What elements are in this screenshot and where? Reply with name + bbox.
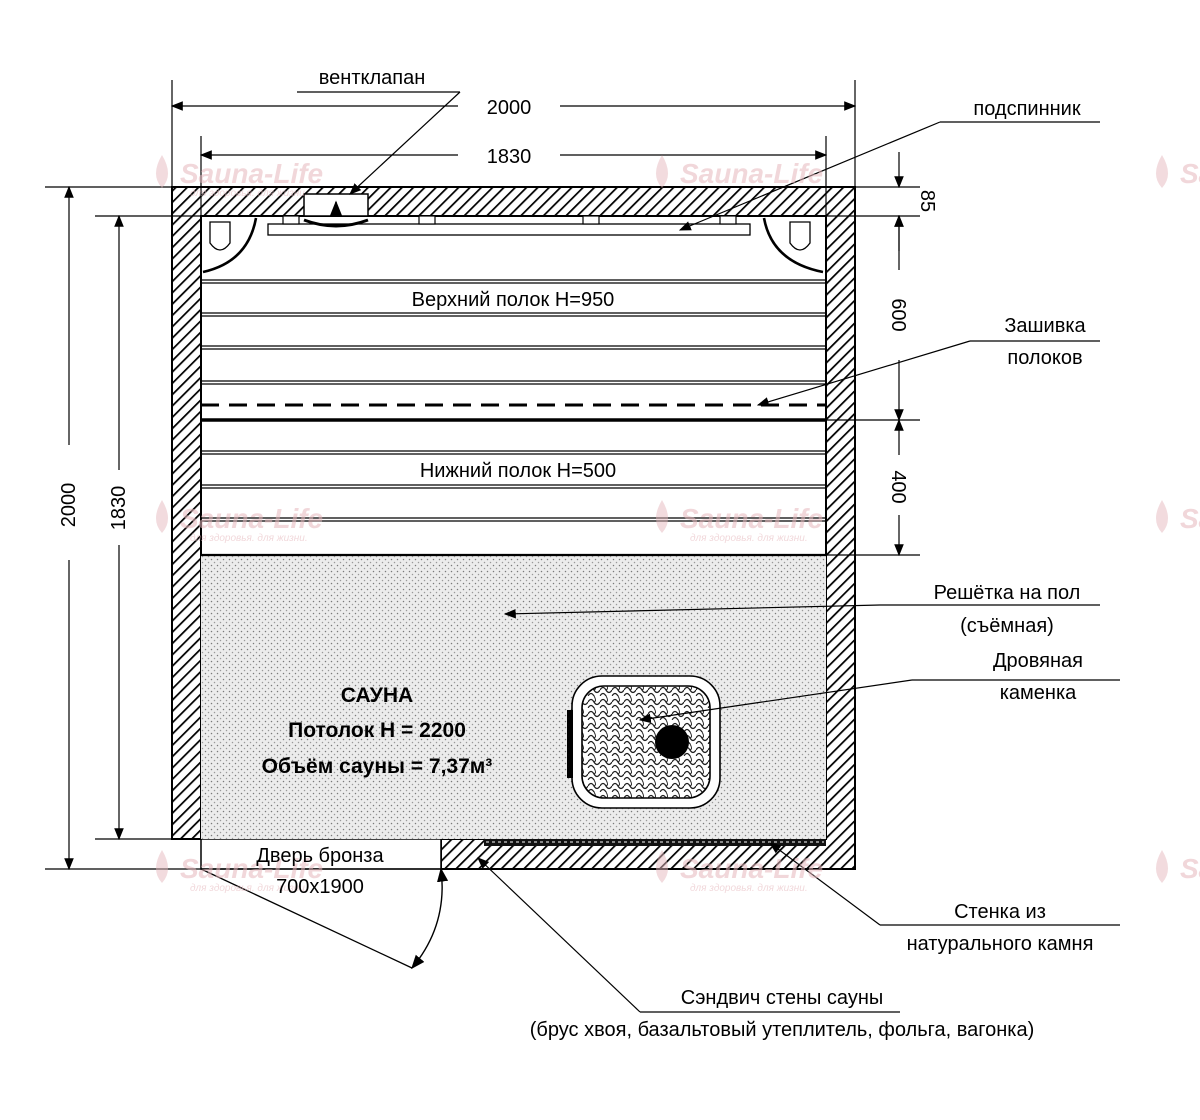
watermark-slogan: для здоровья. для жизни. — [190, 533, 308, 544]
dimension-lines — [45, 80, 920, 871]
label-bench-cladding-2: полоков — [1007, 347, 1082, 369]
label-upper-bench: Верхний полок H=950 — [412, 289, 615, 311]
watermark-logo: Sauna-Life — [656, 155, 823, 189]
label-door-2: 700x1900 — [276, 876, 364, 898]
label-sauna-ceiling: Потолок H = 2200 — [288, 719, 466, 742]
label-stove-1: Дровяная — [993, 650, 1083, 672]
lamp-right-icon — [762, 217, 824, 274]
dim-outer-width: 2000 — [487, 97, 532, 119]
watermark-brand: Sauna-Life — [1180, 158, 1200, 189]
wood-stove-icon — [567, 675, 721, 809]
watermark-logo: Sauna-Life — [1156, 850, 1200, 884]
label-sauna-volume: Объём сауны = 7,37м³ — [262, 755, 493, 778]
watermarks: Sauna-Life для здоровья. для жизни. Saun… — [156, 155, 1200, 894]
dimension-labels: 2000 1830 2000 1830 85 600 400 — [58, 97, 938, 530]
label-backrest: подспинник — [973, 98, 1080, 120]
watermark-slogan: для здоровья. для жизни. — [190, 188, 308, 199]
watermark-logo: Sauna-Life для здоровья. для жизни. — [156, 500, 323, 544]
watermark-logo: Sauna-Life для здоровья. для жизни. — [156, 155, 323, 199]
lamp-left-icon — [202, 217, 258, 274]
door-swing — [200, 867, 449, 970]
watermark-brand: Sauna-Life — [680, 853, 823, 884]
watermark-brand: Sauna-Life — [1180, 503, 1200, 534]
dim-outer-height: 2000 — [58, 483, 80, 528]
vent-valve-icon — [303, 193, 369, 228]
watermark-logo: Sauna-Life для здоровья. для жизни. — [656, 850, 823, 894]
dim-inner-height: 1830 — [108, 486, 130, 531]
watermark-slogan: для здоровья. для жизни. — [190, 883, 308, 894]
label-bench-cladding-1: Зашивка — [1004, 315, 1086, 337]
watermark-brand: Sauna-Life — [680, 503, 823, 534]
lower-bench — [201, 450, 826, 522]
label-sandwich-1: Сэндвич стены сауны — [681, 987, 884, 1009]
watermark-logo: Sauna-Life — [1156, 500, 1200, 534]
label-lower-bench: Нижний полок H=500 — [420, 460, 616, 482]
label-sauna-title: САУНА — [341, 684, 413, 707]
label-door-1: Дверь бронза — [256, 845, 384, 867]
label-floor-grate-2: (съёмная) — [960, 615, 1054, 637]
watermark-slogan: для здоровья. для жизни. — [690, 533, 808, 544]
label-stone-wall-1: Стенка из — [954, 901, 1046, 923]
watermark-logo: Sauna-Life для здоровья. для жизни. — [156, 850, 323, 894]
label-floor-grate-1: Решётка на пол — [934, 582, 1081, 604]
watermark-brand: Sauna-Life — [180, 503, 323, 534]
watermark-logo: Sauna-Life для здоровья. для жизни. — [656, 500, 823, 544]
leader-lines — [297, 91, 1120, 1013]
backrest — [267, 215, 751, 236]
watermark-brand: Sauna-Life — [680, 158, 823, 189]
watermark-brand: Sauna-Life — [180, 853, 323, 884]
watermark-logo: Sauna-Life — [1156, 155, 1200, 189]
dim-85: 85 — [916, 190, 938, 212]
label-sandwich-2: (брус хвоя, базальтовый утеплитель, фоль… — [530, 1019, 1034, 1041]
callout-labels: вентклапан подспинник Зашивка полоков Ве… — [256, 67, 1093, 1041]
watermark-brand: Sauna-Life — [1180, 853, 1200, 884]
watermark-brand: Sauna-Life — [180, 158, 323, 189]
label-vent-valve: вентклапан — [319, 67, 426, 89]
upper-bench — [201, 279, 826, 422]
label-stone-wall-2: натурального камня — [907, 933, 1094, 955]
floor-grate-area — [201, 555, 826, 839]
dim-600: 600 — [887, 298, 909, 331]
dim-400: 400 — [887, 470, 909, 503]
dim-inner-width: 1830 — [487, 146, 532, 168]
label-stove-2: каменка — [1000, 682, 1077, 704]
watermark-slogan: для здоровья. для жизни. — [690, 883, 808, 894]
